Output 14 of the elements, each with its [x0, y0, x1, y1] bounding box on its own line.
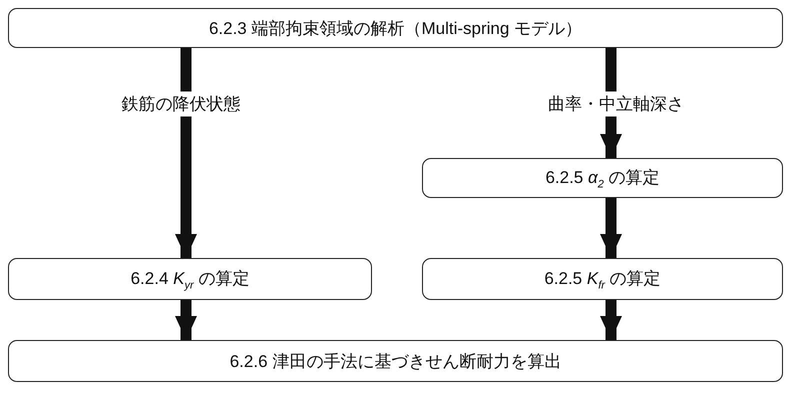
process-box [8, 258, 372, 300]
step-label: 6.2.6 津田の手法に基づきせん断耐力を算出 [230, 350, 562, 372]
process-box [8, 8, 783, 48]
step-label: 6.2.4 K$_{yr}$ の算定 [130, 268, 250, 292]
arrow [600, 300, 622, 340]
process-box [8, 340, 783, 382]
process-box [422, 258, 783, 300]
arrow [175, 48, 197, 258]
process-box [422, 158, 783, 198]
arrow [600, 198, 622, 258]
step-label: 6.2.5 α$_{2}$ の算定 [545, 166, 660, 190]
step-label: 6.2.5 K$_{fr}$ の算定 [544, 268, 661, 292]
arrow [175, 300, 197, 340]
step-label: 6.2.3 端部拘束領域の解析（Multi-spring モデル） [208, 18, 582, 40]
